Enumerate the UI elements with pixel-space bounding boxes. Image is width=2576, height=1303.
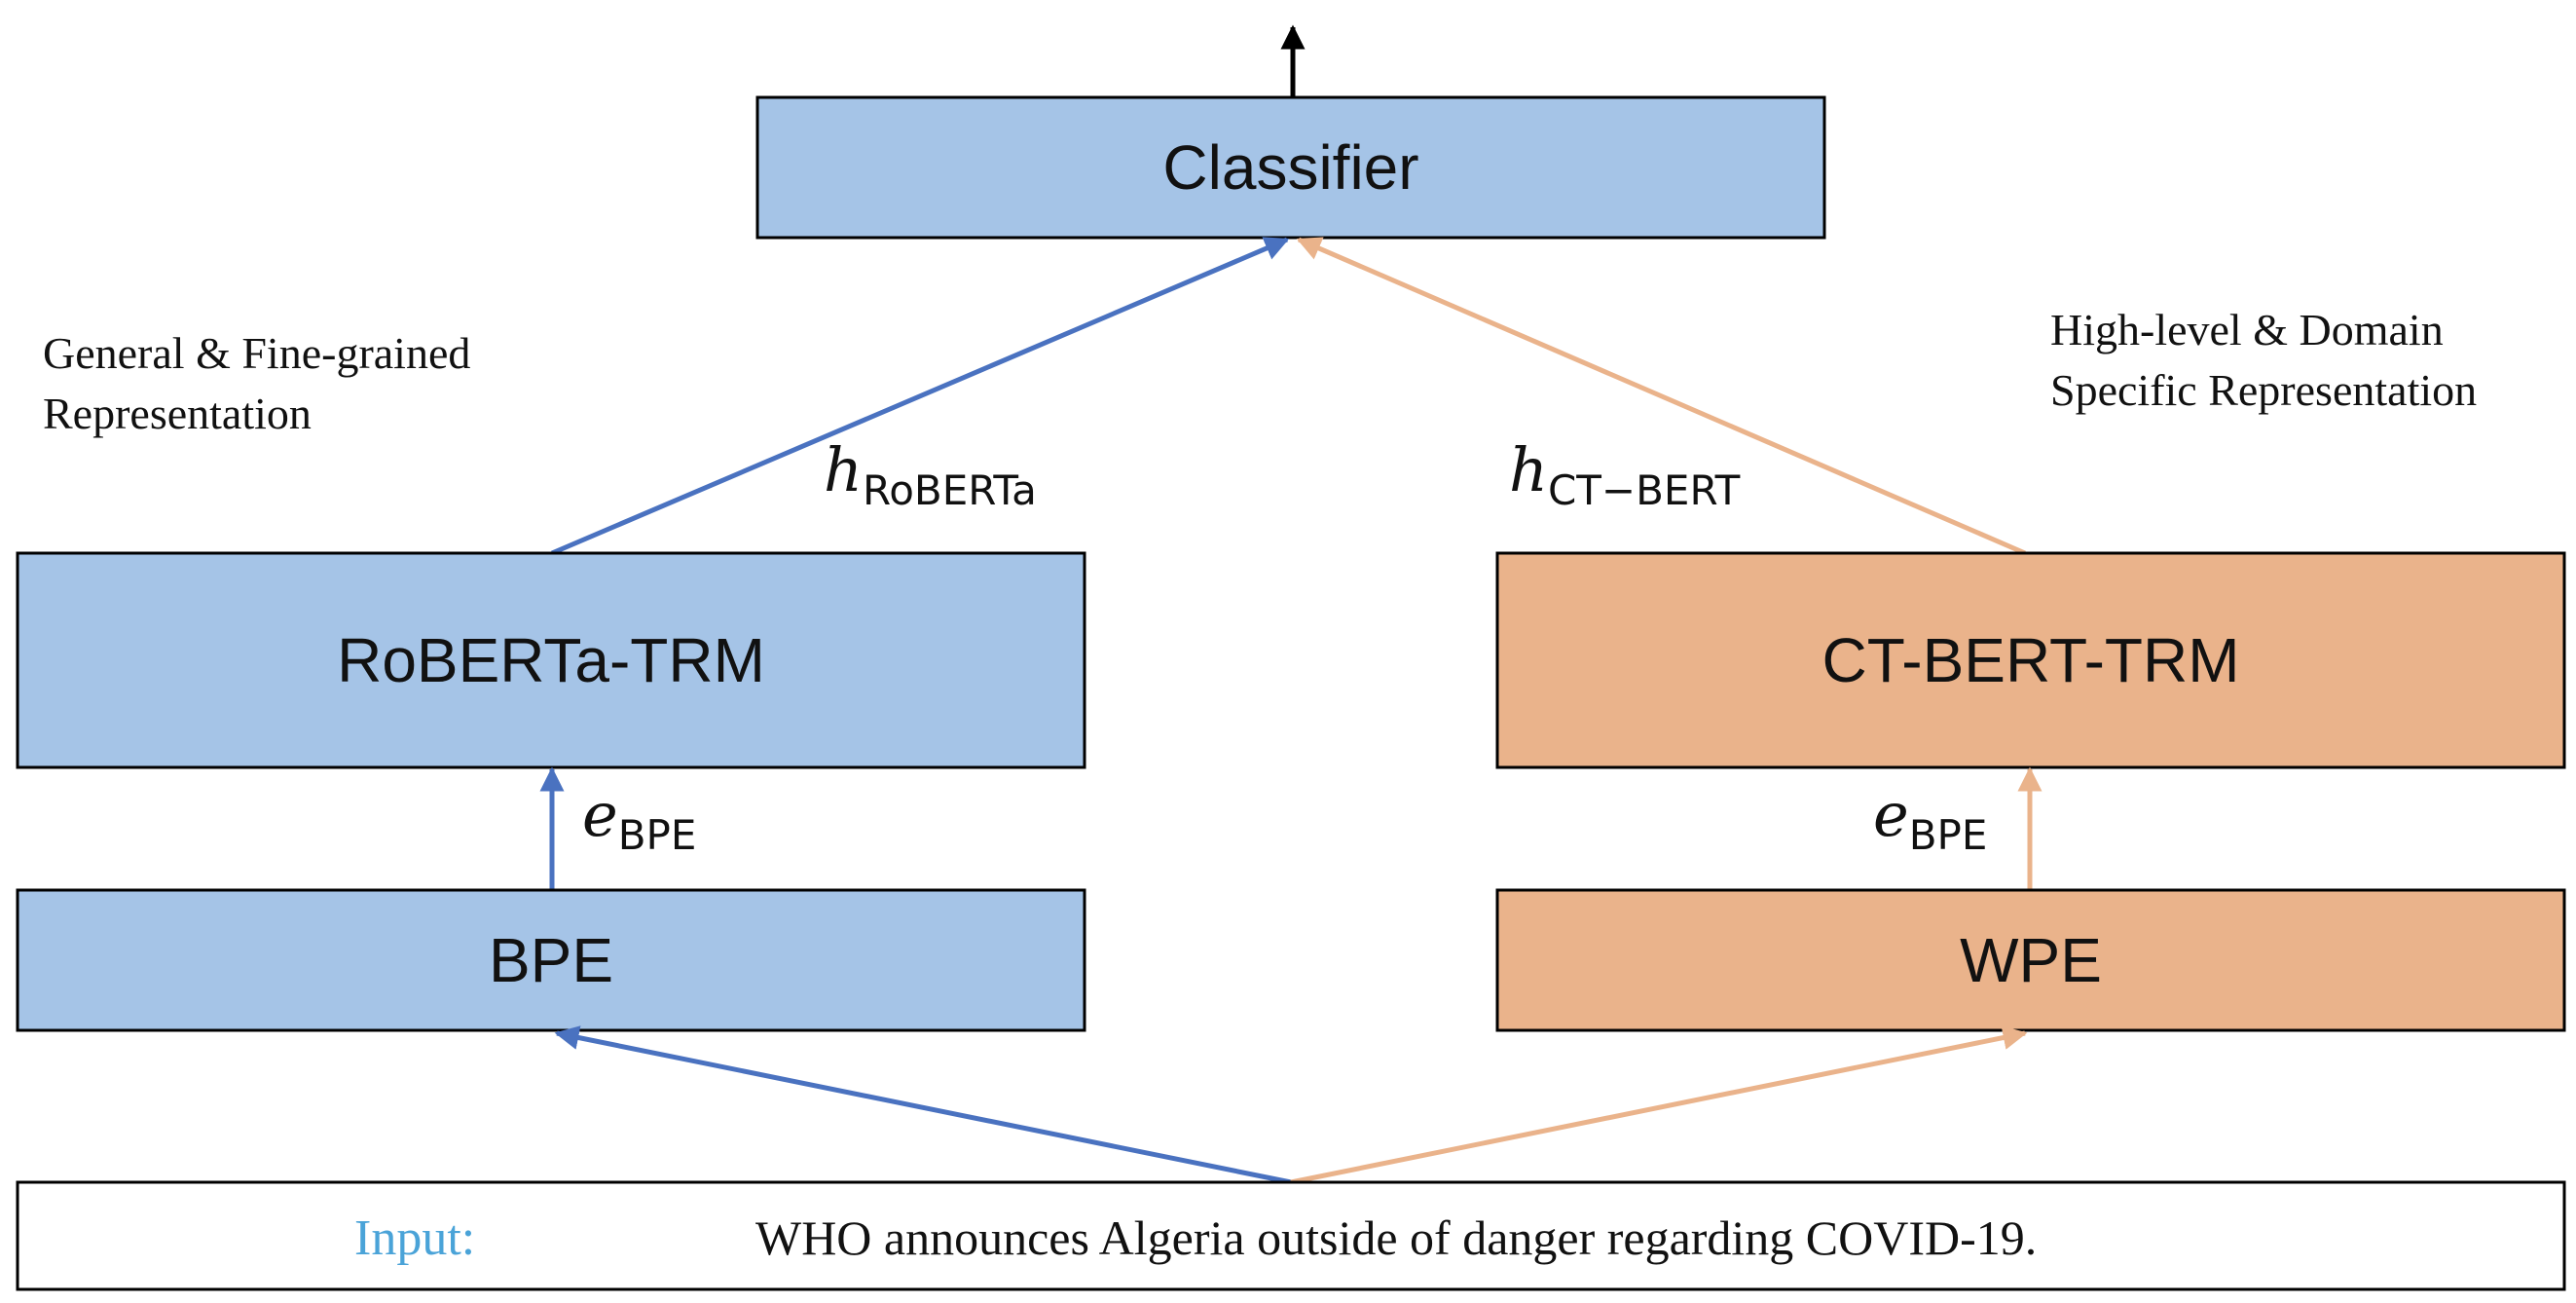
- ctbert-trm-label: CT-BERT-TRM: [1822, 625, 2239, 695]
- right-note-line1: High-level & Domain: [2050, 305, 2444, 354]
- e-bpe-right-label: eBPE: [1873, 779, 1987, 859]
- left-note-line1: General & Fine-grained: [43, 328, 470, 378]
- roberta-trm-box: RoBERTa-TRM: [16, 551, 1086, 769]
- wpe-box: WPE: [1495, 888, 2566, 1032]
- classifier-box: Classifier: [755, 95, 1826, 240]
- input-to-wpe-arrow: [1290, 1025, 2028, 1185]
- input-to-bpe-arrow: [554, 1025, 1292, 1185]
- left-representation-note: General & Fine-grained Representation: [43, 328, 470, 438]
- right-representation-note: High-level & Domain Specific Representat…: [2050, 305, 2477, 415]
- left-note-line2: Representation: [43, 389, 312, 438]
- input-sentence: WHO announces Algeria outside of danger …: [755, 1210, 2037, 1265]
- input-box: Input: WHO announces Algeria outside of …: [16, 1180, 2566, 1291]
- ctbert-trm-box: CT-BERT-TRM: [1495, 551, 2566, 769]
- wpe-label: WPE: [1960, 925, 2102, 995]
- roberta-to-classifier-arrow: [551, 237, 1290, 556]
- h-roberta-label: hRoBERTa: [824, 434, 1037, 514]
- input-label: Input:: [354, 1210, 475, 1266]
- ctbert-to-classifier-arrow: [1296, 237, 2026, 556]
- h-ctbert-label: hCT−BERT: [1509, 434, 1741, 514]
- bpe-label: BPE: [489, 925, 613, 995]
- e-bpe-left-label: eBPE: [582, 779, 696, 859]
- roberta-trm-label: RoBERTa-TRM: [337, 625, 765, 695]
- classifier-label: Classifier: [1162, 132, 1418, 203]
- bpe-box: BPE: [16, 888, 1086, 1032]
- right-note-line2: Specific Representation: [2050, 365, 2477, 415]
